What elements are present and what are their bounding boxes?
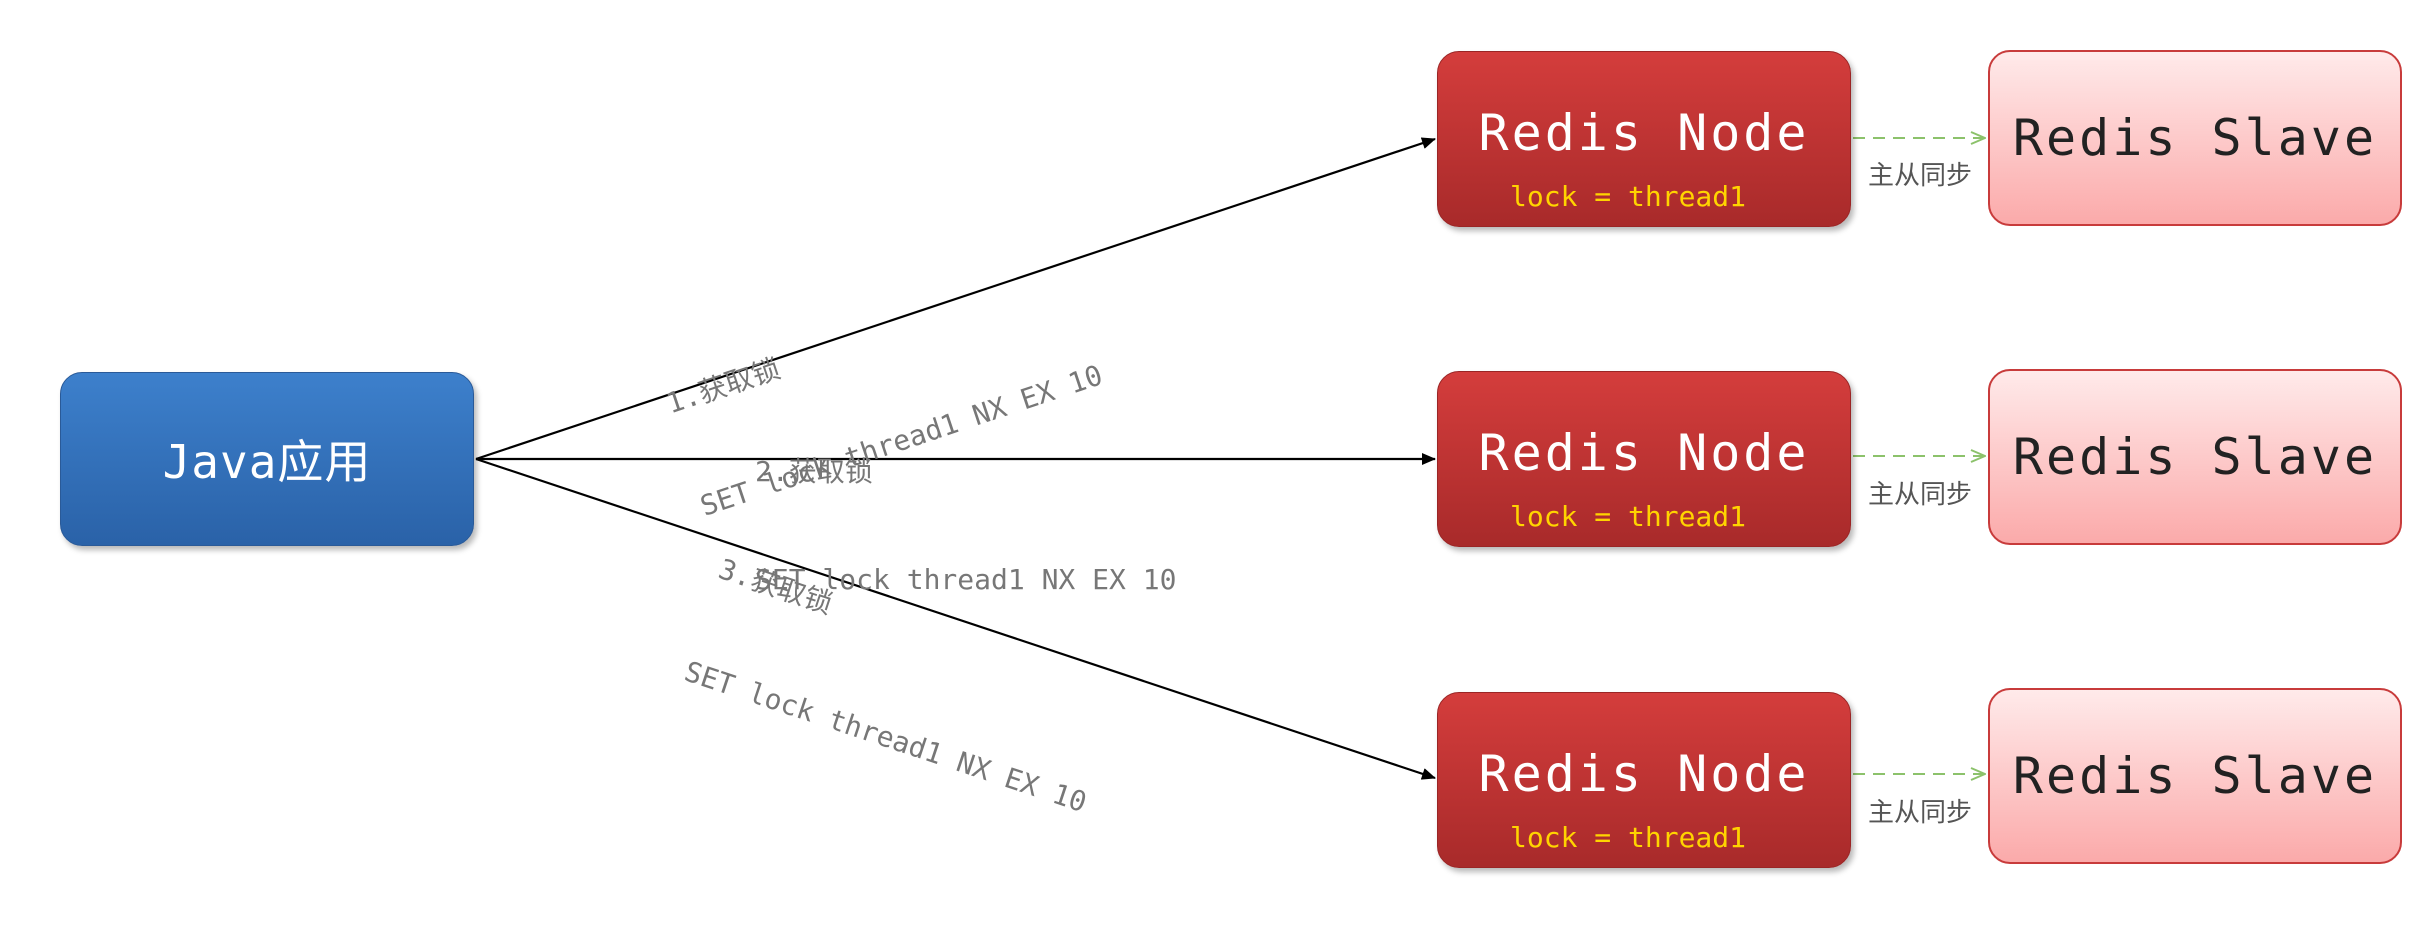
redis-slave-title: Redis Slave — [2012, 428, 2378, 486]
edge-arrow-3 — [475, 457, 1436, 780]
redis-slave-title: Redis Slave — [2012, 109, 2378, 167]
redis-slave-1: Redis Slave — [1988, 50, 2402, 226]
edge-arrow-1 — [475, 137, 1436, 461]
edge-step-label: 2.获取锁 — [755, 455, 873, 488]
redis-node-title: Redis Node — [1478, 424, 1810, 482]
java-app-label: Java应用 — [162, 435, 372, 489]
redis-node-1: Redis Node lock = thread1 — [1437, 51, 1851, 227]
redis-slave-title: Redis Slave — [2012, 747, 2378, 805]
redis-slave-3: Redis Slave — [1988, 688, 2402, 864]
redis-node-title: Redis Node — [1478, 104, 1810, 162]
edge-command-label: SET lock thread1 NX EX 10 — [755, 563, 1177, 596]
redis-node-lock-value: lock = thread1 — [1510, 500, 1747, 533]
redis-node-title: Redis Node — [1478, 745, 1810, 803]
redis-node-lock-value: lock = thread1 — [1510, 180, 1747, 213]
redis-node-2: Redis Node lock = thread1 — [1437, 371, 1851, 547]
edge-label-2: 2.获取锁 SET lock thread1 NX EX 10 — [755, 382, 1176, 670]
sync-label-3: 主从同步 — [1868, 798, 1973, 828]
redis-node-3: Redis Node lock = thread1 — [1437, 692, 1851, 868]
sync-label-1: 主从同步 — [1868, 161, 1973, 191]
java-app-box: Java应用 — [60, 372, 474, 546]
redis-node-lock-value: lock = thread1 — [1510, 821, 1747, 854]
sync-label-2: 主从同步 — [1868, 480, 1973, 510]
redis-slave-2: Redis Slave — [1988, 369, 2402, 545]
